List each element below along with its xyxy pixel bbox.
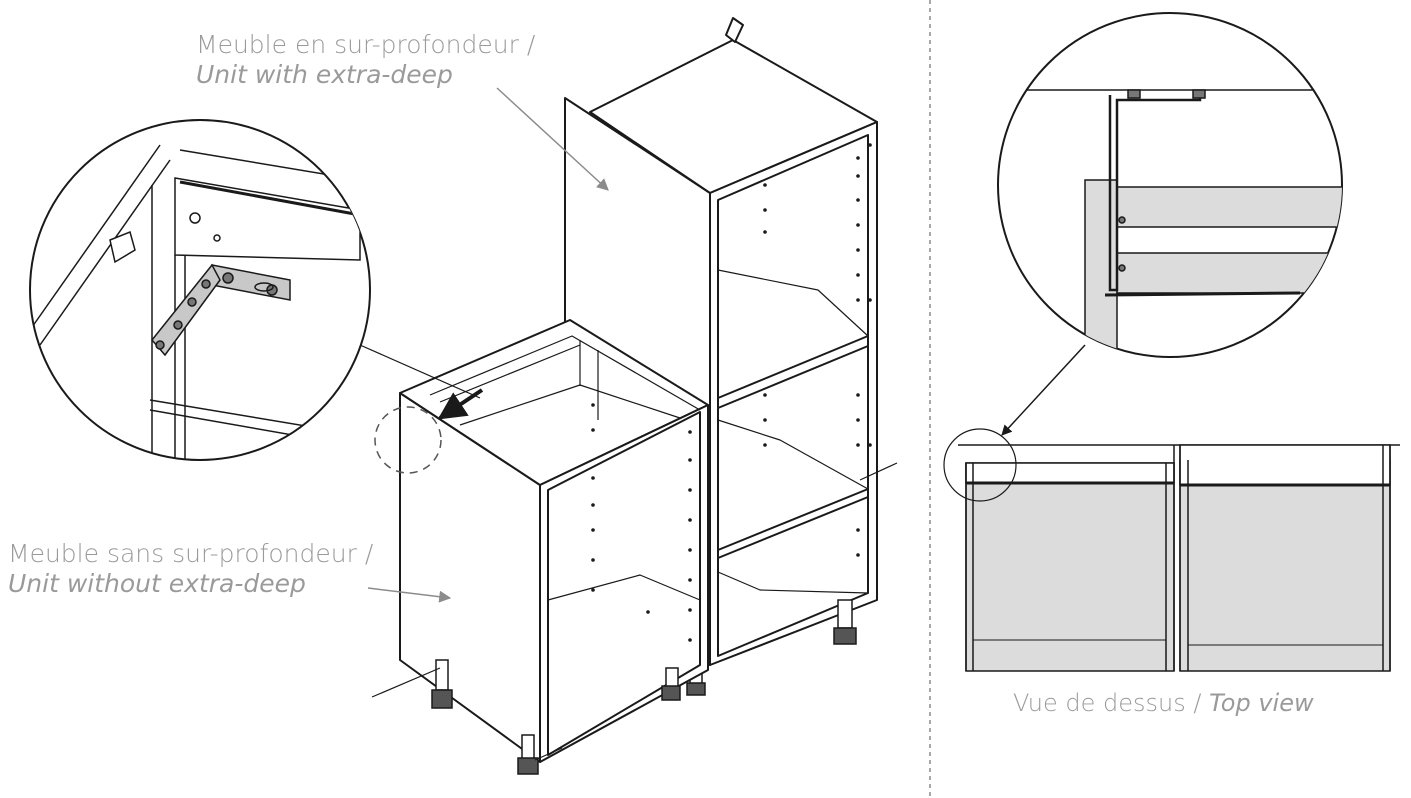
- detail-zoom-right: [997, 12, 1343, 358]
- extra-deep-label-fr: Meuble en sur-profondeur /: [196, 30, 536, 59]
- base-cabinet-holes: [591, 403, 692, 642]
- top-view-drawing: [958, 444, 1400, 672]
- no-deep-label-fr: Meuble sans sur-profondeur /: [8, 539, 374, 568]
- top-view-label: Vue de dessus / Top view: [1013, 688, 1314, 718]
- extra-deep-label-en: Unit with extra-deep: [196, 60, 453, 89]
- extra-deep-label: Meuble en sur-profondeur / Unit with ext…: [196, 30, 535, 90]
- detail-leader-right: [1001, 344, 1086, 436]
- detail-zoom-left: [29, 119, 371, 461]
- top-view-detail-circle: [943, 428, 1017, 502]
- base-cabinet-legs: [431, 659, 681, 775]
- floor-lines: [371, 667, 563, 761]
- bracket-location-arrow: [437, 388, 484, 420]
- no-deep-label-en: Unit without extra-deep: [8, 569, 306, 598]
- no-deep-label: Meuble sans sur-profondeur / Unit withou…: [8, 539, 373, 599]
- tall-cabinet-holes: [763, 143, 872, 557]
- detail-leader-left: [359, 344, 481, 399]
- top-view-label-en: Top view: [1209, 689, 1314, 717]
- top-view-label-fr: Vue de dessus /: [1013, 689, 1210, 717]
- detail-marker-circle: [374, 406, 442, 474]
- extra-deep-pointer: [496, 87, 609, 191]
- no-deep-pointer: [367, 587, 452, 603]
